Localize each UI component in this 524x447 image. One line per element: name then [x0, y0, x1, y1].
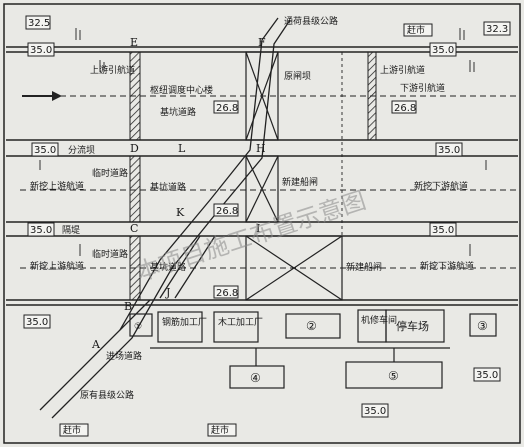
road-label: 原有县级公路 — [80, 389, 134, 401]
wood-plant-box — [213, 311, 259, 343]
facility-marker: ③ — [477, 319, 488, 333]
road-label: 进场道路 — [106, 350, 142, 362]
town-label: 赶市 — [63, 424, 81, 436]
temp-road-link — [159, 235, 201, 299]
point-letter: D — [130, 142, 139, 155]
road-original-main — [39, 17, 279, 411]
point-letter: L — [178, 142, 186, 155]
elev-label: 35.0 — [438, 145, 460, 156]
facility-label: 停车场 — [396, 319, 429, 333]
point-letter: B — [124, 300, 132, 313]
channel-label: 新挖下游航道 — [420, 260, 474, 272]
dam-label: 隔堤 — [62, 225, 80, 236]
access-road-link — [119, 299, 151, 331]
town-label: 赶市 — [211, 424, 229, 436]
elev-label: 32.3 — [486, 24, 508, 35]
building-label: 新建船闸 — [346, 261, 382, 273]
elev-label: 35.0 — [364, 406, 386, 417]
flow-arrow — [22, 91, 62, 101]
point-letter: E — [130, 36, 138, 49]
mid-gate-wall — [129, 155, 141, 223]
facility-1-box — [129, 313, 153, 337]
building-label: 新建船闸 — [282, 176, 318, 188]
road-original-main-edge — [51, 19, 291, 419]
facility-label: 机修车间 — [361, 314, 397, 326]
elev-label: 35.0 — [476, 370, 498, 381]
elev-label: 35.0 — [34, 145, 56, 156]
elev-label: 35.0 — [30, 225, 52, 236]
channel-label: 下游引航道 — [400, 82, 445, 94]
facility-2-box — [285, 313, 341, 339]
road-label: 临时道路 — [92, 167, 128, 179]
old-lock-box — [245, 51, 279, 141]
facility-marker: ⑤ — [388, 369, 399, 383]
point-letter: I — [256, 222, 260, 235]
elev-label: 35.0 — [432, 225, 454, 236]
elev-label: 35.0 — [30, 45, 52, 56]
upper-gate-wall — [129, 51, 141, 141]
facility-4-box — [229, 365, 285, 389]
channel-label: 上游引航道 — [380, 64, 425, 76]
town-label: 赶市 — [407, 24, 425, 36]
elev-label: 35.0 — [26, 317, 48, 328]
facility-marker: ① — [134, 322, 142, 332]
point-letter: H — [256, 142, 266, 155]
channel-label: 上游引航道 — [90, 64, 135, 76]
parking-box — [385, 309, 445, 343]
facility-3-box — [469, 313, 497, 337]
point-letter: K — [176, 206, 185, 219]
point-letter: C — [130, 222, 138, 235]
channel-label: 新挖上游航道 — [30, 180, 84, 192]
temp-road-link-2 — [174, 235, 216, 299]
steel-plant-box — [157, 311, 203, 343]
road-label: 通荷县级公路 — [284, 15, 338, 27]
point-letter: A — [91, 338, 101, 351]
building-label: 枢纽调度中心楼 — [150, 84, 213, 96]
facility-label: 木工加工厂 — [218, 316, 263, 328]
road-label: 基坑道路 — [160, 106, 196, 118]
road-label: 临时道路 — [92, 248, 128, 260]
machine-shop-box — [357, 309, 387, 343]
road-label: 基坑道路 — [150, 181, 186, 193]
vegetation-marks — [39, 28, 487, 256]
facility-label: 钢筋加工厂 — [162, 316, 207, 328]
elev-label: 26.8 — [394, 103, 416, 114]
elev-label: 32.5 — [28, 18, 50, 29]
facility-marker: ④ — [250, 371, 261, 385]
channel-label: 新挖下游航道 — [414, 180, 468, 192]
elev-label: 26.8 — [216, 288, 238, 299]
frame — [3, 3, 521, 444]
lower-gate-wall — [129, 235, 141, 301]
elev-label: 26.8 — [216, 103, 238, 114]
dam-label: 分流坝 — [68, 144, 95, 156]
elev-label: 26.8 — [216, 206, 238, 217]
building-label: 原闸坝 — [284, 71, 311, 82]
elev-label: 35.0 — [432, 45, 454, 56]
point-letter: F — [258, 36, 266, 49]
road-label: 基坑道路 — [150, 261, 186, 273]
channel-label: 新挖上游航道 — [30, 260, 84, 272]
facility-marker: ② — [306, 319, 317, 333]
lower-head-wall — [367, 51, 377, 141]
point-letter: J — [165, 286, 170, 299]
